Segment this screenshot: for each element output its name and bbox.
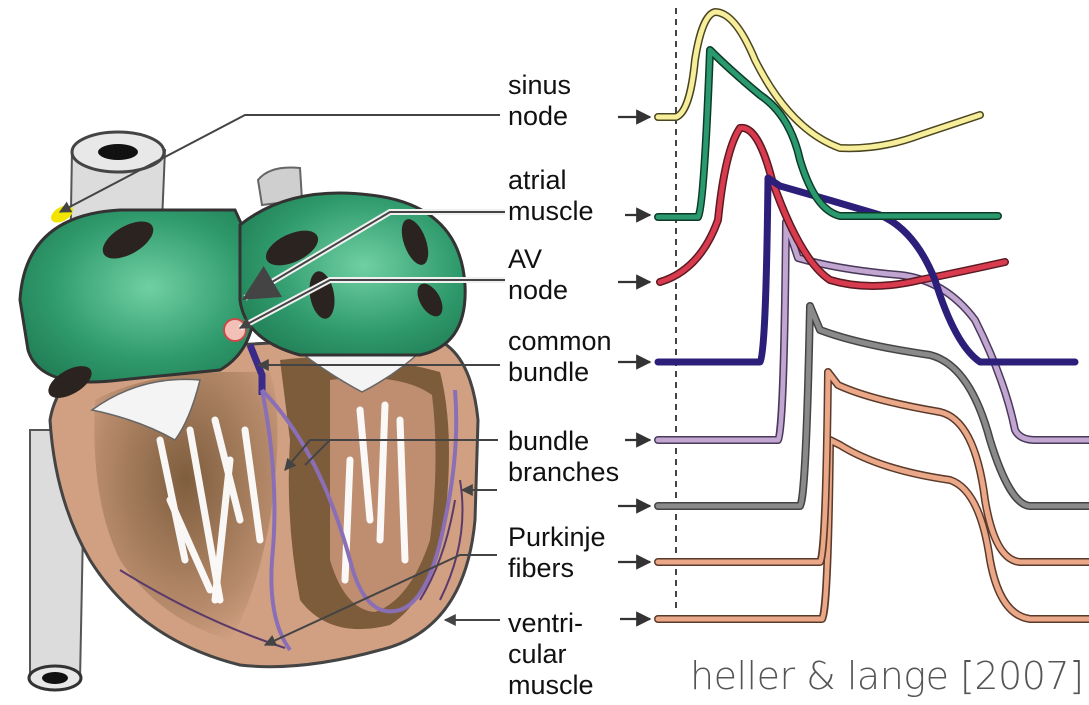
- trace-ventricular-muscle: [658, 440, 1089, 619]
- trace-purkinje-upper: [658, 306, 1089, 506]
- trace-purkinje-upper-outline: [658, 306, 1089, 506]
- av-node-spot: [224, 319, 246, 341]
- heart-illustration: [20, 115, 505, 690]
- citation-text: heller & lange [2007]: [690, 654, 1083, 698]
- label-av-node: AV node: [508, 244, 568, 306]
- trace-purkinje-lower-outline: [658, 372, 1089, 562]
- label-ventricular-muscle: ventri- cular muscle: [508, 608, 594, 701]
- left-atrium: [240, 193, 465, 355]
- label-bundle-branches: bundle branches: [508, 426, 619, 488]
- label-common-bundle: common bundle: [508, 326, 612, 388]
- action-potential-traces: [618, 8, 1089, 619]
- label-sinus-node: sinus node: [508, 70, 571, 132]
- trace-bundle-branches: [658, 222, 1089, 440]
- label-atrial-muscle: atrial muscle: [508, 165, 594, 227]
- label-purkinje-fibers: Purkinje fibers: [508, 522, 606, 584]
- trace-ventricular-muscle-outline: [658, 440, 1089, 619]
- trace-bundle-branches-outline: [658, 222, 1089, 440]
